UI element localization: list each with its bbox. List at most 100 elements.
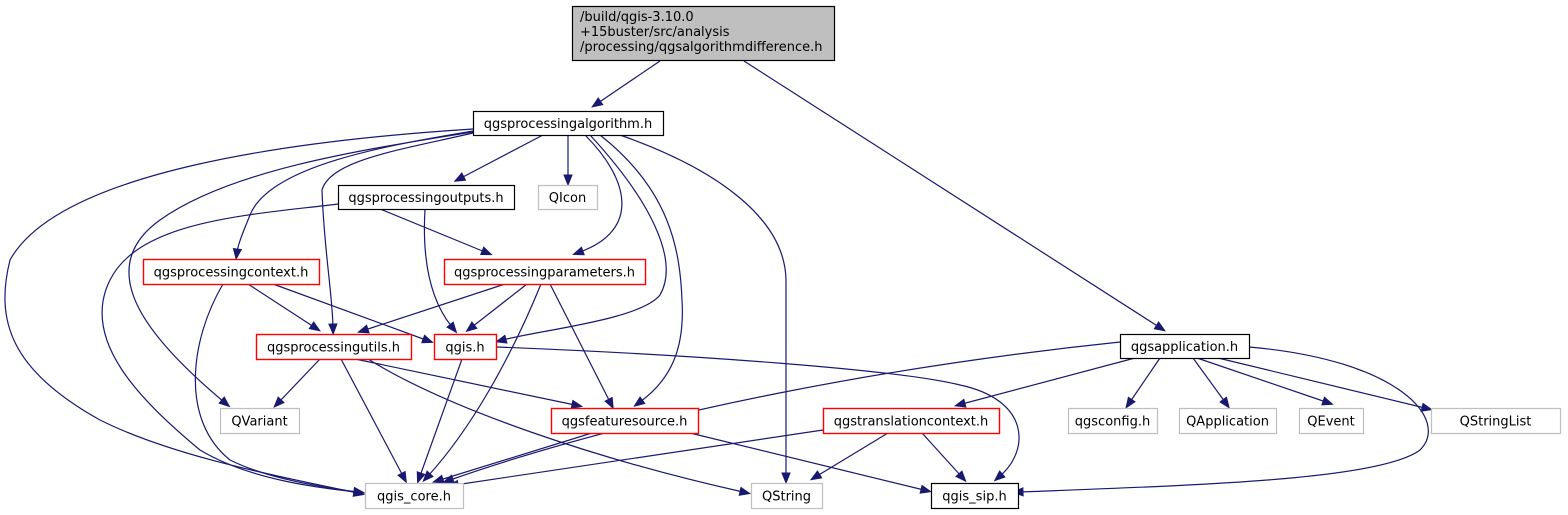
node-label: qgis_core.h — [377, 490, 451, 505]
node-root[interactable]: /build/qgis-3.10.0+15buster/src/analysis… — [571, 5, 836, 62]
node-label: qgsprocessingoutputs.h — [348, 191, 503, 206]
edge-line — [278, 358, 321, 403]
node-qicon[interactable]: QIcon — [537, 184, 599, 211]
node-label: qgsprocessingparameters.h — [454, 266, 635, 281]
arrowhead-icon — [919, 484, 933, 494]
node-box — [443, 258, 647, 286]
node-box — [537, 184, 599, 211]
edges-layer — [4, 60, 1434, 497]
node-qgis[interactable]: qgis.h — [433, 333, 498, 361]
edge-root-to-qgsprocessingalgorithm — [591, 60, 661, 108]
edge-qgsprocessingalgorithm-to-qgis_core — [4, 128, 474, 497]
edge-qgsprocessingutils-to-qstring — [367, 358, 752, 496]
edge-qgsprocessingalgorithm-to-qgsfeaturesource — [599, 134, 683, 407]
node-qgstranslationcontext[interactable]: qgstranslationcontext.h — [822, 407, 1001, 435]
nodes-layer: /build/qgis-3.10.0+15buster/src/analysis… — [142, 5, 1562, 510]
edge-line — [247, 283, 315, 328]
edge-line — [579, 134, 623, 253]
edge-qgsapplication-to-qgsconfig — [1125, 357, 1161, 409]
edge-qgstranslationcontext-to-qstring — [809, 432, 889, 481]
arrowhead-icon — [352, 486, 366, 497]
node-qgsprocessingutils[interactable]: qgsprocessingutils.h — [255, 333, 413, 361]
node-qvariant[interactable]: QVariant — [219, 407, 301, 435]
arrowhead-icon — [453, 172, 467, 182]
arrowhead-icon — [570, 399, 584, 409]
arrowhead-icon — [781, 472, 791, 485]
edge-qgsprocessingoutputs-to-qgsprocessingparameters — [379, 208, 493, 256]
node-box — [1430, 407, 1562, 435]
arrowhead-icon — [273, 396, 285, 409]
node-label: qgsfeaturesource.h — [562, 415, 688, 430]
node-qgsprocessingparameters[interactable]: qgsprocessingparameters.h — [443, 258, 647, 286]
node-qgis_core[interactable]: qgis_core.h — [364, 482, 465, 510]
edge-line — [454, 429, 824, 486]
edge-qgis-to-qgis_sip — [496, 346, 1020, 482]
edge-line — [816, 432, 889, 477]
node-qgsconfig[interactable]: qgsconfig.h — [1067, 407, 1159, 435]
node-label: QStringList — [1460, 415, 1532, 430]
node-label: qgsprocessingutils.h — [267, 341, 400, 356]
edge-qgsprocessingalgorithm-to-qgsprocessingparameters — [572, 134, 623, 256]
arrowhead-icon — [1219, 396, 1230, 409]
edge-qgsprocessingalgorithm-to-qicon — [563, 135, 573, 187]
edge-qgsapplication-to-qgis_core — [442, 341, 1121, 484]
edge-line — [619, 134, 787, 476]
edge-qgsprocessingutils-to-qgsfeaturesource — [354, 358, 584, 409]
edge-line — [496, 346, 1020, 477]
node-box — [930, 482, 1020, 510]
edge-line — [449, 341, 1121, 481]
node-box — [822, 407, 1001, 435]
node-qgsprocessingalgorithm[interactable]: qgsprocessingalgorithm.h — [472, 110, 665, 137]
node-box — [550, 407, 700, 435]
edge-line — [597, 60, 661, 104]
edge-qgstranslationcontext-to-qgis_sip — [921, 432, 967, 483]
node-qstringlist[interactable]: QStringList — [1430, 407, 1562, 435]
node-box — [750, 482, 824, 510]
edge-line — [4, 128, 474, 494]
edge-line — [272, 283, 427, 341]
edge-qgsprocessingoutputs-to-qgis — [423, 208, 458, 334]
edge-line — [689, 432, 925, 491]
arrowhead-icon — [993, 470, 1006, 482]
node-box — [1067, 407, 1159, 435]
node-box — [364, 482, 465, 510]
node-box — [1119, 333, 1251, 360]
edge-line — [419, 358, 463, 477]
arrowhead-icon — [465, 321, 478, 333]
arrowhead-icon — [494, 334, 508, 344]
node-qgsprocessingoutputs[interactable]: qgsprocessingoutputs.h — [337, 184, 516, 211]
edge-line — [1129, 357, 1161, 403]
arrowhead-icon — [479, 246, 493, 256]
arrowhead-icon — [308, 321, 321, 332]
arrowhead-icon — [446, 321, 458, 334]
node-label: +15buster/src/analysis — [580, 25, 730, 40]
node-qgsprocessingcontext[interactable]: qgsprocessingcontext.h — [142, 258, 321, 286]
node-label: /build/qgis-3.10.0 — [580, 10, 694, 25]
node-box — [255, 333, 413, 361]
node-box — [219, 407, 301, 435]
edge-line — [1217, 357, 1426, 409]
node-box — [142, 258, 321, 286]
node-label: qgsprocessingcontext.h — [154, 266, 309, 281]
node-qgis_sip[interactable]: qgis_sip.h — [930, 482, 1020, 510]
node-qgsapplication[interactable]: qgsapplication.h — [1119, 333, 1251, 360]
edge-qgsfeaturesource-to-qgis_core — [432, 432, 593, 484]
node-qapplication[interactable]: QApplication — [1178, 407, 1278, 435]
node-label: QEvent — [1307, 415, 1354, 430]
arrowhead-icon — [953, 398, 967, 408]
arrowhead-icon — [572, 246, 585, 256]
edge-qgstranslationcontext-to-qgis_core — [446, 429, 824, 490]
edge-line — [439, 432, 593, 481]
node-qevent[interactable]: QEvent — [1298, 407, 1365, 435]
arrowhead-icon — [357, 324, 370, 334]
arrowhead-icon — [591, 97, 604, 108]
arrowhead-icon — [1321, 396, 1334, 406]
node-label: qgsapplication.h — [1131, 340, 1238, 355]
node-qgsfeaturesource[interactable]: qgsfeaturesource.h — [550, 407, 700, 435]
node-label: QString — [762, 490, 811, 505]
arrowhead-icon — [218, 396, 231, 408]
edge-line — [354, 358, 576, 406]
node-box — [1298, 407, 1365, 435]
node-qstring[interactable]: QString — [750, 482, 824, 510]
